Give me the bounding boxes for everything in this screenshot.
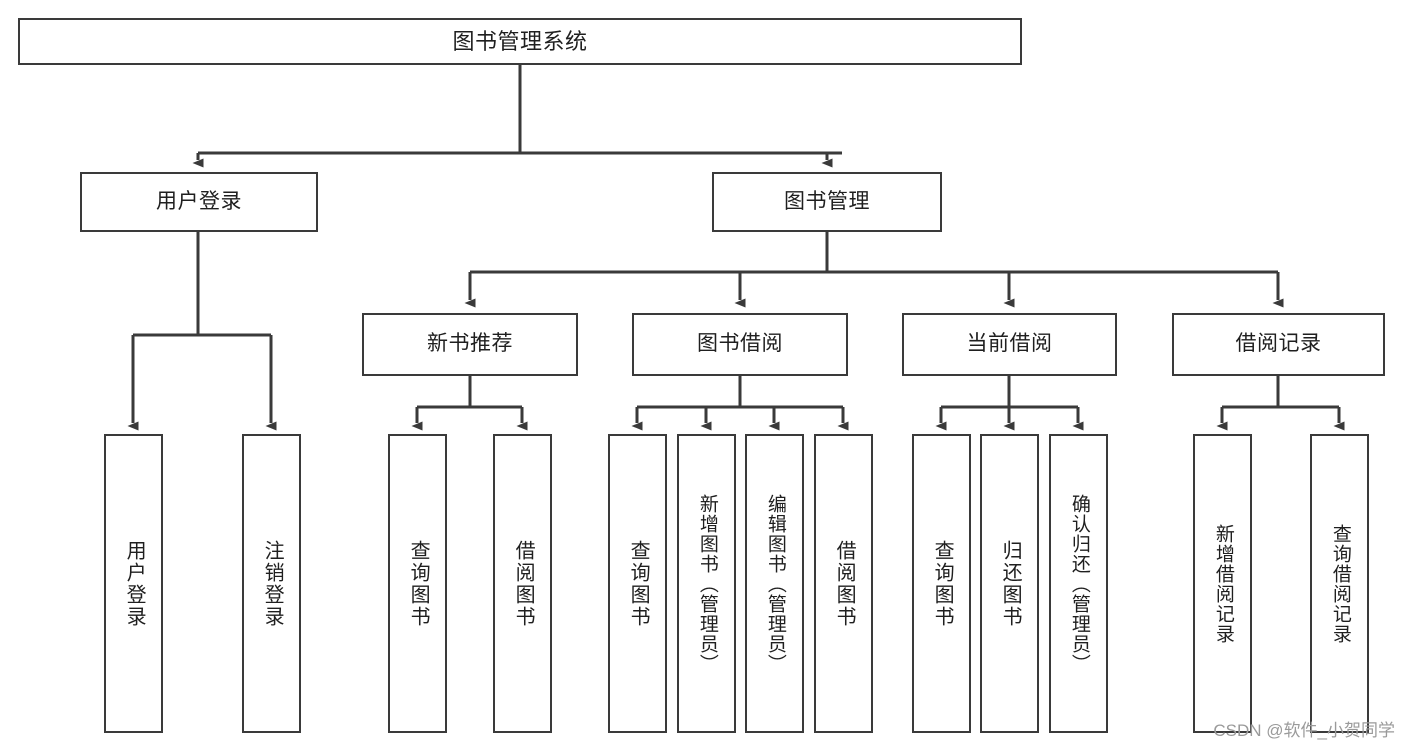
node-new-book-recommend-label: 新书推荐 xyxy=(427,332,513,356)
node-book-management-label: 图书管理 xyxy=(784,189,870,213)
node-leaf-borrow-query-book[interactable]: 查询图书 xyxy=(608,434,667,733)
node-book-borrow[interactable]: 图书借阅 xyxy=(632,313,848,376)
node-leaf-borrow-edit-book-label: 编辑图书（管理员） xyxy=(764,493,786,674)
node-leaf-current-return-book-label: 归还图书 xyxy=(999,539,1022,628)
node-leaf-borrow-edit-book[interactable]: 编辑图书（管理员） xyxy=(745,434,804,733)
node-leaf-current-confirm-return[interactable]: 确认归还（管理员） xyxy=(1049,434,1108,733)
node-leaf-recommend-query-book-label: 查询图书 xyxy=(407,539,430,628)
node-leaf-record-add-label: 新增借阅记录 xyxy=(1212,523,1234,644)
node-leaf-user-logout[interactable]: 注销登录 xyxy=(242,434,301,733)
node-leaf-recommend-query-book[interactable]: 查询图书 xyxy=(388,434,447,733)
node-leaf-borrow-add-book-label: 新增图书（管理员） xyxy=(696,493,718,674)
node-leaf-borrow-borrow-book[interactable]: 借阅图书 xyxy=(814,434,873,733)
node-leaf-borrow-add-book[interactable]: 新增图书（管理员） xyxy=(677,434,736,733)
node-new-book-recommend[interactable]: 新书推荐 xyxy=(362,313,578,376)
node-leaf-current-query-book[interactable]: 查询图书 xyxy=(912,434,971,733)
node-user-login-label: 用户登录 xyxy=(156,189,242,213)
node-borrow-record-label: 借阅记录 xyxy=(1235,332,1322,356)
node-leaf-current-query-book-label: 查询图书 xyxy=(931,539,954,628)
node-book-management[interactable]: 图书管理 xyxy=(712,172,942,232)
node-leaf-borrow-query-book-label: 查询图书 xyxy=(627,539,650,628)
node-leaf-user-logout-label: 注销登录 xyxy=(261,539,284,628)
node-leaf-borrow-borrow-book-label: 借阅图书 xyxy=(833,539,856,628)
node-user-login[interactable]: 用户登录 xyxy=(80,172,318,232)
node-leaf-recommend-borrow-book-label: 借阅图书 xyxy=(512,539,535,628)
node-root-system-label: 图书管理系统 xyxy=(452,28,588,54)
node-root-system[interactable]: 图书管理系统 xyxy=(18,18,1022,65)
node-current-borrow[interactable]: 当前借阅 xyxy=(902,313,1117,376)
node-leaf-current-return-book[interactable]: 归还图书 xyxy=(980,434,1039,733)
node-book-borrow-label: 图书借阅 xyxy=(697,332,783,356)
node-leaf-current-confirm-return-label: 确认归还（管理员） xyxy=(1068,493,1090,674)
node-leaf-record-query-label: 查询借阅记录 xyxy=(1329,523,1351,644)
node-leaf-record-add[interactable]: 新增借阅记录 xyxy=(1193,434,1252,733)
node-leaf-user-login[interactable]: 用户登录 xyxy=(104,434,163,733)
node-leaf-user-login-label: 用户登录 xyxy=(123,539,146,628)
node-leaf-record-query[interactable]: 查询借阅记录 xyxy=(1310,434,1369,733)
node-current-borrow-label: 当前借阅 xyxy=(966,332,1053,356)
node-leaf-recommend-borrow-book[interactable]: 借阅图书 xyxy=(493,434,552,733)
node-borrow-record[interactable]: 借阅记录 xyxy=(1172,313,1385,376)
